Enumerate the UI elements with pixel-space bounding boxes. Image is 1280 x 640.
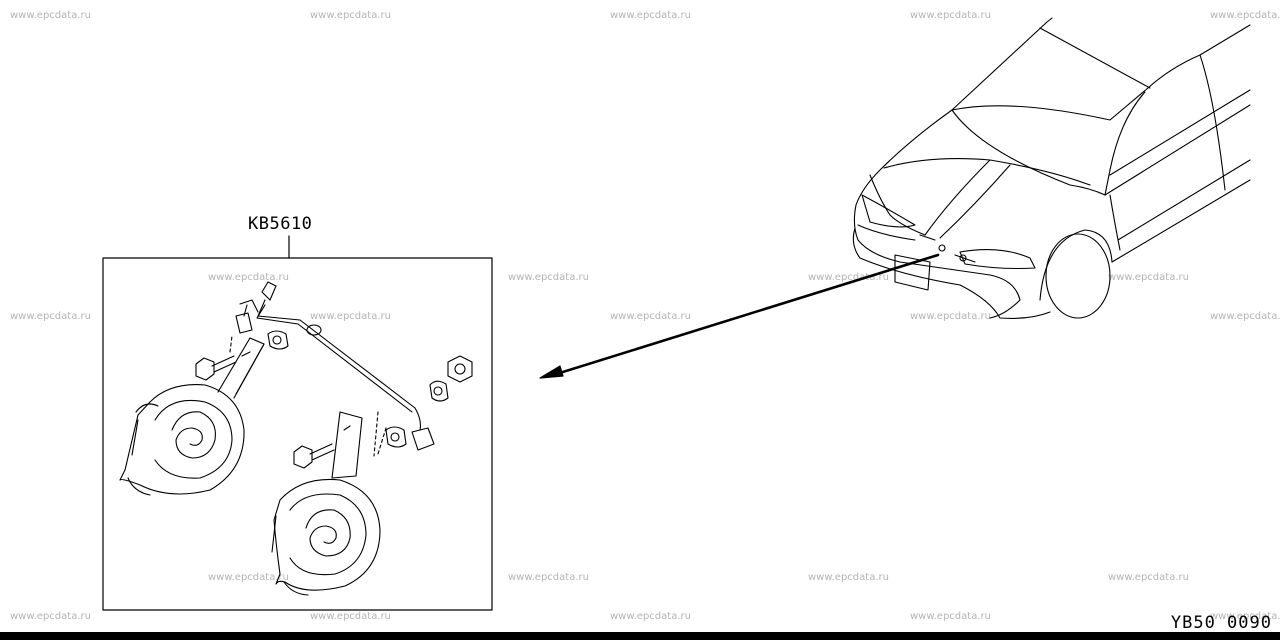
watermark: www.epcdata.ru bbox=[10, 10, 91, 21]
watermark: www.epcdata.ru bbox=[508, 572, 589, 583]
watermark: www.epcdata.ru bbox=[910, 611, 991, 622]
pointer-arrow bbox=[539, 253, 940, 379]
wire-harness bbox=[229, 281, 435, 457]
horn-2 bbox=[271, 411, 381, 596]
watermark: www.epcdata.ru bbox=[1210, 311, 1280, 322]
bottom-border bbox=[0, 632, 1280, 640]
callout-frame bbox=[102, 257, 493, 611]
watermark: www.epcdata.ru bbox=[10, 311, 91, 322]
drawing-reference-code: YB50 0090 bbox=[1170, 613, 1272, 633]
bolts bbox=[195, 355, 335, 469]
watermark: www.epcdata.ru bbox=[1108, 272, 1189, 283]
watermark: www.epcdata.ru bbox=[910, 311, 991, 322]
watermark: www.epcdata.ru bbox=[208, 272, 289, 283]
nuts-washers bbox=[267, 330, 473, 448]
part-number-label: KB5610 bbox=[248, 214, 313, 234]
watermark: www.epcdata.ru bbox=[208, 572, 289, 583]
car-illustration bbox=[852, 17, 1251, 319]
horn-1 bbox=[119, 337, 265, 496]
watermark: www.epcdata.ru bbox=[310, 611, 391, 622]
watermark: www.epcdata.ru bbox=[508, 272, 589, 283]
watermark: www.epcdata.ru bbox=[610, 10, 691, 21]
watermark: www.epcdata.ru bbox=[808, 572, 889, 583]
watermark: www.epcdata.ru bbox=[910, 10, 991, 21]
watermark: www.epcdata.ru bbox=[610, 611, 691, 622]
watermark: www.epcdata.ru bbox=[10, 611, 91, 622]
watermark: www.epcdata.ru bbox=[808, 272, 889, 283]
watermark: www.epcdata.ru bbox=[310, 311, 391, 322]
watermark: www.epcdata.ru bbox=[1108, 572, 1189, 583]
watermark: www.epcdata.ru bbox=[310, 10, 391, 21]
watermark: www.epcdata.ru bbox=[610, 311, 691, 322]
watermark: www.epcdata.ru bbox=[1210, 611, 1280, 622]
watermark: www.epcdata.ru bbox=[1210, 10, 1280, 21]
